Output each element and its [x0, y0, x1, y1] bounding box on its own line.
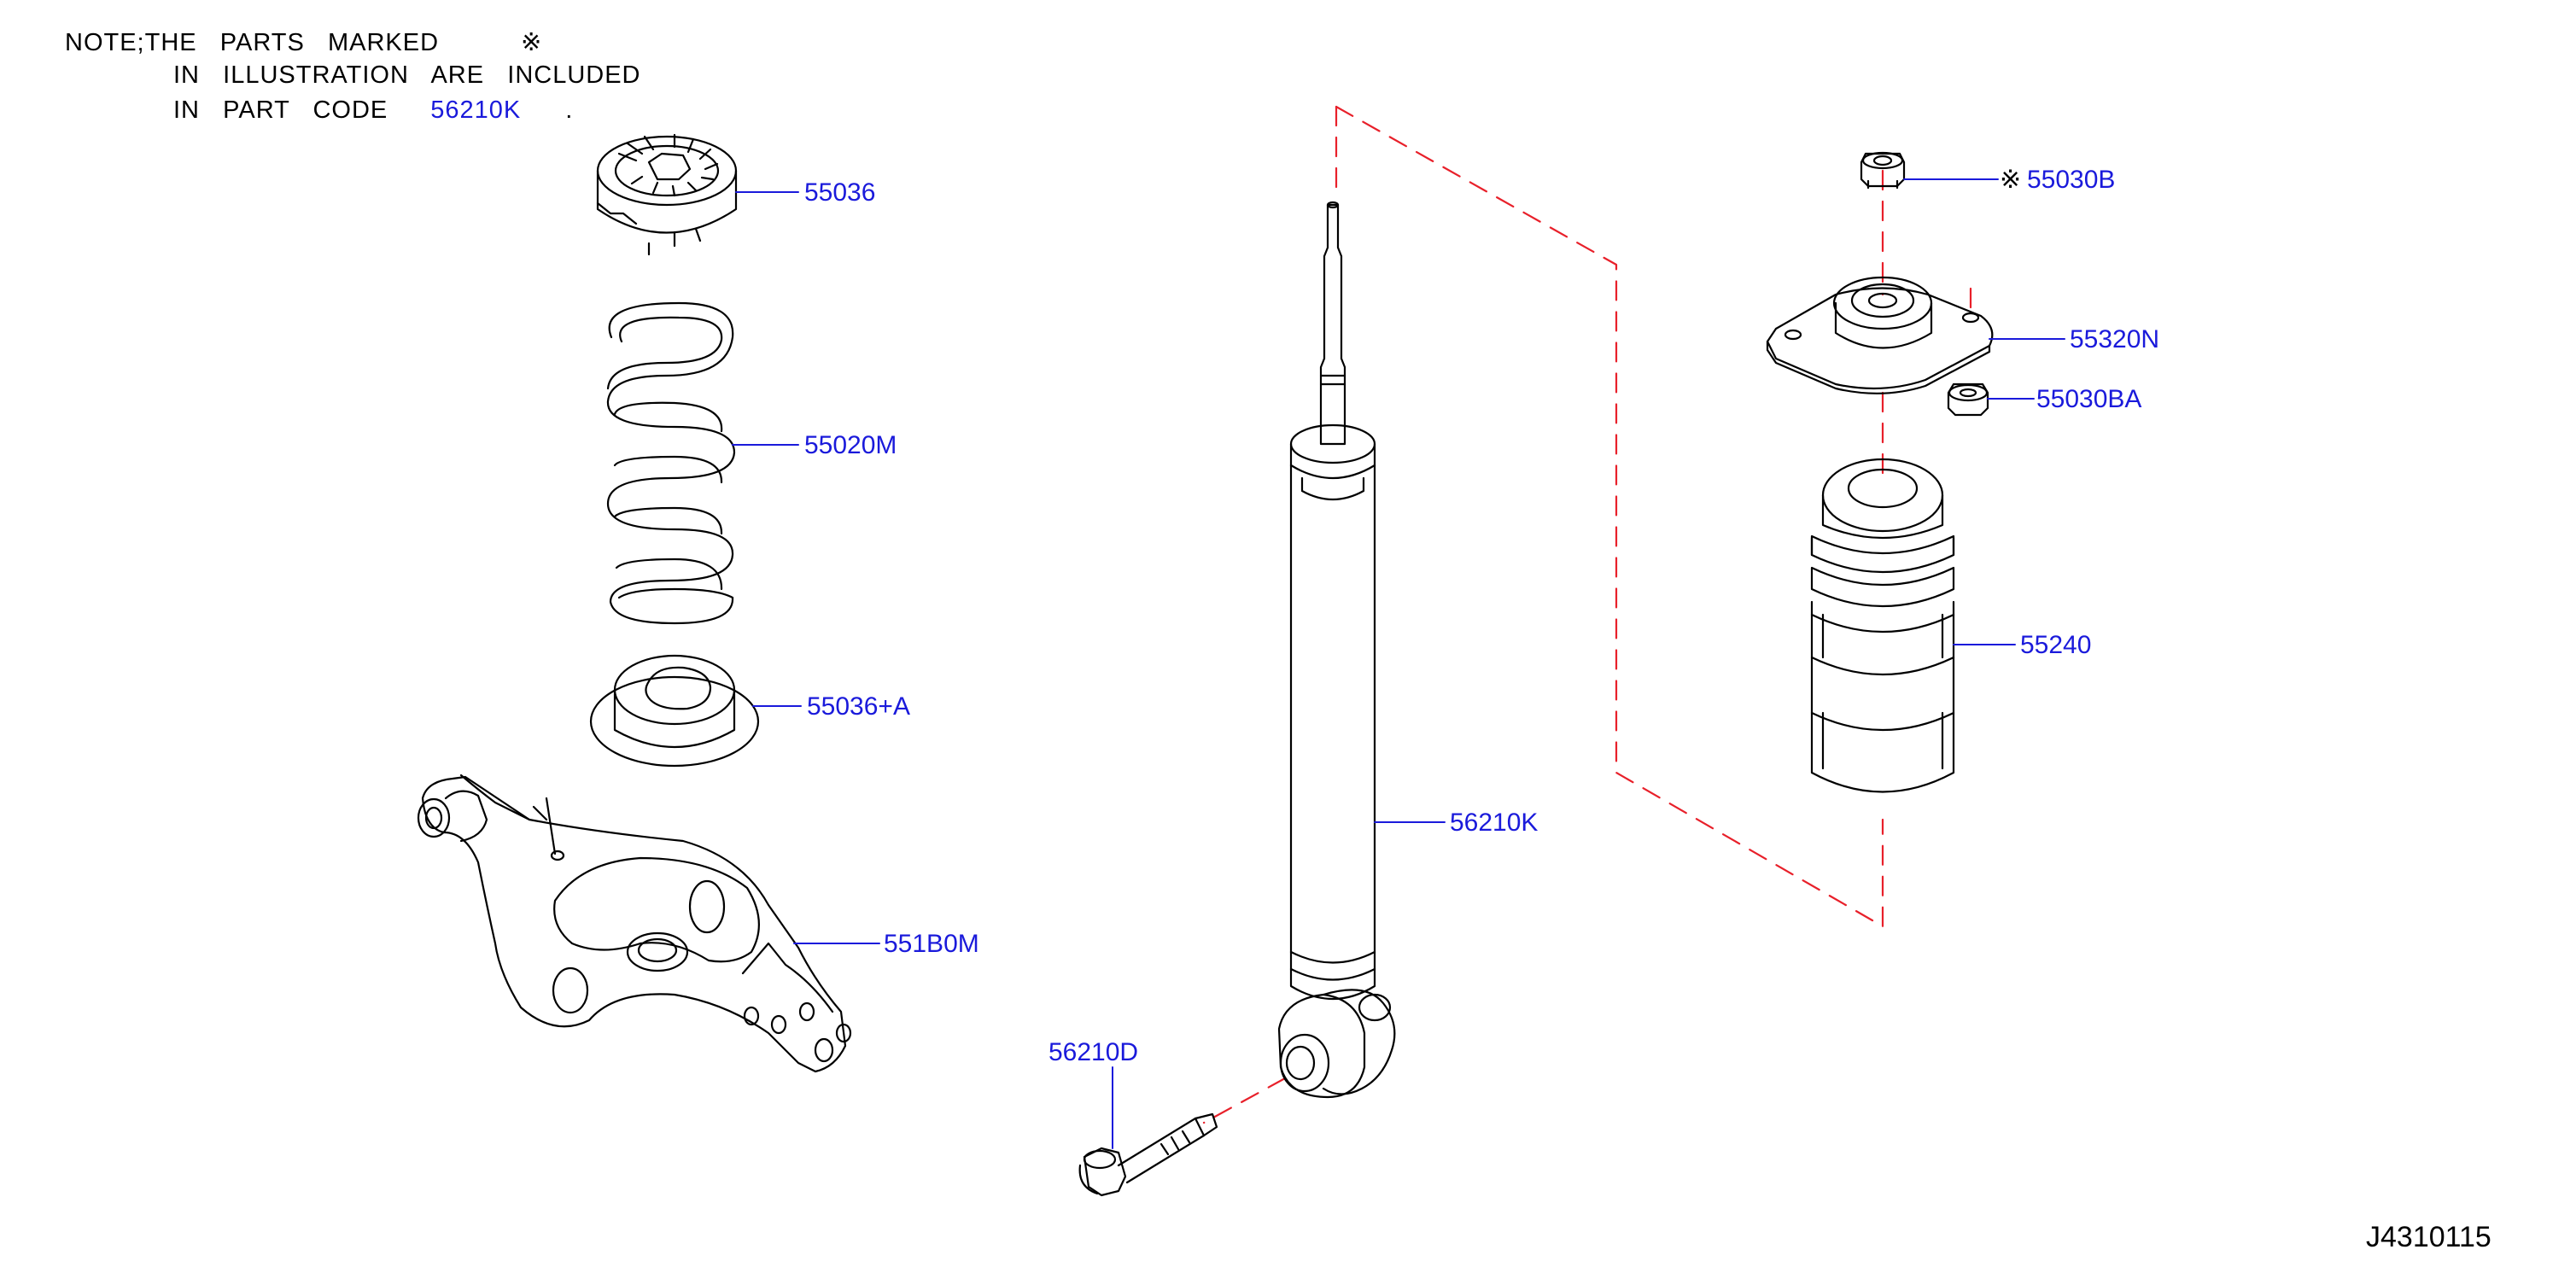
- note-line-1-text: NOTE;THE PARTS MARKED: [65, 29, 440, 56]
- nut-55030BA[interactable]: [1947, 382, 1989, 417]
- assembly-guide-lines: [1202, 105, 1972, 1124]
- note-mark-symbol: ※: [521, 29, 543, 56]
- note-line-3-text: IN PART CODE: [173, 96, 388, 124]
- part-55030B-mark-symbol: ※: [2000, 166, 2022, 194]
- note-line-2: IN ILLUSTRATION ARE INCLUDED: [173, 61, 641, 89]
- upper-spring-seat-55036[interactable]: [596, 133, 738, 256]
- part-label-55030BA[interactable]: 55030BA: [2036, 385, 2142, 413]
- lower-spring-seat-55036A[interactable]: [589, 654, 760, 768]
- strut-mount-55320N[interactable]: [1766, 276, 1994, 394]
- part-label-55030B[interactable]: 55030B: [2027, 166, 2116, 194]
- coil-spring-55020M[interactable]: [606, 301, 736, 625]
- lower-arm-551B0M[interactable]: [417, 774, 852, 1073]
- part-label-551B0M[interactable]: 551B0M: [884, 930, 979, 958]
- note-line-1: NOTE;THE PARTS MARKED ※: [65, 27, 542, 57]
- note-part-code[interactable]: 56210K: [430, 96, 522, 124]
- part-label-55240[interactable]: 55240: [2020, 631, 2092, 659]
- part-label-56210K[interactable]: 56210K: [1450, 809, 1539, 837]
- note-period: .: [565, 96, 574, 124]
- part-label-55320N[interactable]: 55320N: [2070, 325, 2160, 353]
- shock-absorber-56210K[interactable]: [1277, 201, 1396, 1099]
- part-label-55036[interactable]: 55036: [804, 178, 876, 207]
- part-label-55036A[interactable]: 55036+A: [807, 692, 910, 721]
- part-label-55020M[interactable]: 55020M: [804, 431, 897, 459]
- part-label-56210D[interactable]: 56210D: [1049, 1038, 1139, 1066]
- diagram-code: J4310115: [2366, 1221, 2491, 1253]
- dust-boot-55240[interactable]: [1810, 458, 1955, 793]
- leader-lines: [732, 178, 2065, 1149]
- bolt-56210D[interactable]: [1078, 1112, 1218, 1197]
- note-line-3: IN PART CODE 56210K.: [173, 96, 573, 125]
